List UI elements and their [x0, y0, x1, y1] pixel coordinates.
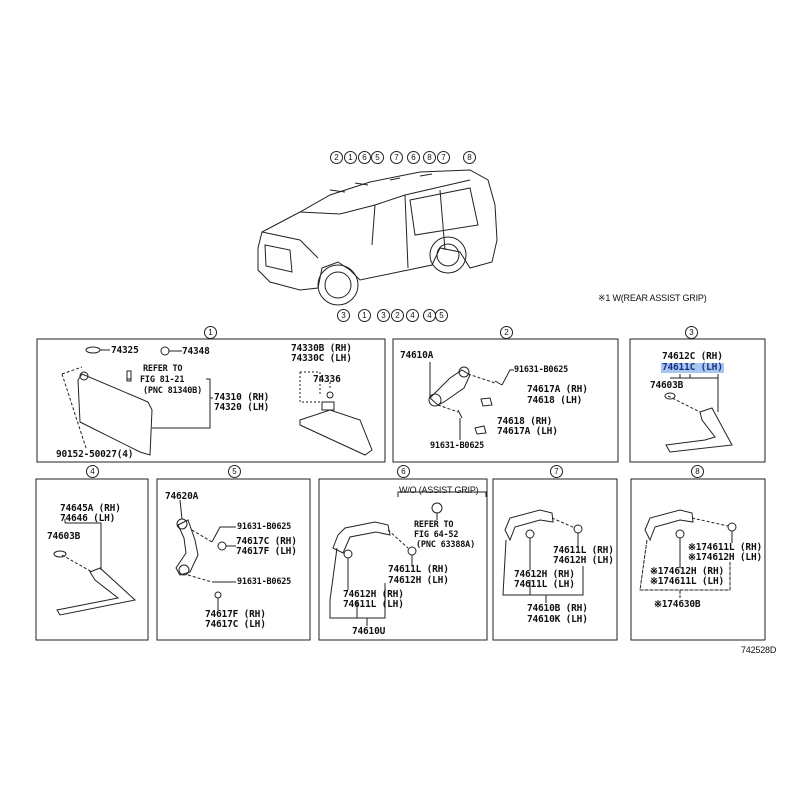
panel-2-frame [392, 338, 619, 463]
part-label[interactable]: 74617A (RH) [527, 384, 588, 395]
assist-grip-parts-2 [428, 362, 514, 440]
part-label[interactable]: 74611L (RH) [553, 545, 614, 556]
assist-grip-parts-6 [329, 491, 487, 626]
part-label-highlighted[interactable]: 74611C (LH) [661, 362, 724, 373]
callout-bottom-1[interactable]: 1 [358, 309, 371, 322]
vehicle-illustration [257, 169, 498, 306]
part-label[interactable]: 74611L (LH) [343, 599, 404, 610]
rear-assist-grip-note: ※1 W(REAR ASSIST GRIP) [598, 293, 707, 303]
part-label[interactable]: 90152-50027(4) [56, 449, 134, 460]
panel-4-number: 4 [86, 465, 99, 478]
reference-note: REFER TO [143, 364, 183, 374]
part-label[interactable]: 74612H (LH) [553, 555, 614, 566]
part-label[interactable]: 74617F (LH) [236, 546, 297, 557]
part-label[interactable]: 74645A (RH) [60, 503, 121, 514]
part-label[interactable]: 74612H (RH) [514, 569, 575, 580]
part-label[interactable]: 74330B (RH) [291, 343, 352, 354]
part-label[interactable]: 74320 (LH) [214, 402, 270, 413]
part-label[interactable]: 74610A [400, 350, 434, 361]
callout-top-6[interactable]: 6 [358, 151, 371, 164]
callout-bottom-3[interactable]: 3 [337, 309, 350, 322]
panel-7-frame [492, 478, 618, 641]
part-label[interactable]: 74618 (LH) [527, 395, 583, 406]
part-label[interactable]: 74617F (RH) [205, 609, 266, 620]
part-label[interactable]: 74310 (RH) [214, 392, 270, 403]
part-label[interactable]: ※174611L (LH) [650, 576, 724, 587]
part-label[interactable]: 74620A [165, 491, 199, 502]
pillar-garnish-4 [53, 519, 137, 616]
panel-3-frame [629, 338, 766, 463]
panel-3-number: 3 [685, 326, 698, 339]
part-label[interactable]: 91631-B0625 [237, 577, 292, 587]
callout-bottom-3b[interactable]: 3 [377, 309, 390, 322]
part-label[interactable]: 74611L (RH) [388, 564, 449, 575]
part-label[interactable]: 74610K (LH) [527, 614, 588, 625]
part-label[interactable]: ※174612H (LH) [688, 552, 762, 563]
panel-6-number: 6 [397, 465, 410, 478]
part-label[interactable]: 74330C (LH) [291, 353, 352, 364]
reference-pnc: (PNC 63388A) [416, 540, 476, 550]
part-label[interactable]: ※174611L (RH) [688, 542, 762, 553]
part-label[interactable]: 74617A (LH) [497, 426, 558, 437]
diagram-code: 742528D [741, 645, 777, 655]
part-label[interactable]: 74603B [650, 380, 684, 391]
part-label[interactable]: 74612C (RH) [662, 351, 723, 362]
panel-1-number: 1 [204, 326, 217, 339]
reference-note: REFER TO [414, 520, 454, 530]
part-label[interactable]: 74610U [352, 626, 386, 637]
callout-top-7b[interactable]: 7 [437, 151, 450, 164]
callout-bottom-4[interactable]: 4 [406, 309, 419, 322]
part-label[interactable]: 74617C (LH) [205, 619, 266, 630]
part-label[interactable]: 91631-B0625 [514, 365, 569, 375]
part-label[interactable]: 74646 (LH) [60, 513, 116, 524]
callout-top-7[interactable]: 7 [390, 151, 403, 164]
panel-8-frame [630, 478, 766, 641]
pillar-garnish-3 [664, 374, 733, 453]
assist-grip-parts-8 [639, 509, 737, 598]
panel-4-frame [35, 478, 149, 641]
part-label[interactable]: 91631-B0625 [237, 522, 292, 532]
part-label[interactable]: ※174612H (RH) [650, 566, 724, 577]
callout-bottom-2[interactable]: 2 [391, 309, 404, 322]
panel-1-frame [36, 338, 386, 463]
callout-top-5[interactable]: 5 [371, 151, 384, 164]
panel-5-frame [156, 478, 311, 641]
reference-fig-link[interactable]: FIG 64-52 [414, 530, 459, 540]
part-label[interactable]: 74618 (RH) [497, 416, 553, 427]
callout-bottom-5[interactable]: 5 [435, 309, 448, 322]
reference-fig-link[interactable]: FIG 81-21 [140, 375, 185, 385]
callout-top-2[interactable]: 2 [330, 151, 343, 164]
part-label[interactable]: 74617C (RH) [236, 536, 297, 547]
reference-pnc: (PNC 81340B) [143, 386, 203, 396]
panel-5-number: 5 [228, 465, 241, 478]
variant-note: W/O (ASSIST GRIP) [399, 485, 479, 495]
assist-grip-parts-5 [175, 499, 236, 610]
panel-8-number: 8 [691, 465, 704, 478]
panel-6-frame [318, 478, 488, 641]
part-label[interactable]: 74610B (RH) [527, 603, 588, 614]
callout-top-6b[interactable]: 6 [407, 151, 420, 164]
part-label[interactable]: 74611L (LH) [514, 579, 575, 590]
panel-2-number: 2 [500, 326, 513, 339]
sun-visor-parts [61, 346, 373, 456]
part-label[interactable]: 74603B [47, 531, 81, 542]
panel-7-number: 7 [550, 465, 563, 478]
part-label[interactable]: 74612H (LH) [388, 575, 449, 586]
part-label[interactable]: 74612H (RH) [343, 589, 404, 600]
part-label[interactable]: 91631-B0625 [430, 441, 485, 451]
part-label[interactable]: ※174630B [654, 599, 701, 610]
assist-grip-parts-7 [502, 509, 584, 603]
callout-top-8b[interactable]: 8 [463, 151, 476, 164]
callout-top-8[interactable]: 8 [423, 151, 436, 164]
callout-top-1[interactable]: 1 [344, 151, 357, 164]
part-label[interactable]: 74325 [111, 345, 139, 356]
part-label[interactable]: 74336 [313, 374, 341, 385]
part-label[interactable]: 74348 [182, 346, 210, 357]
